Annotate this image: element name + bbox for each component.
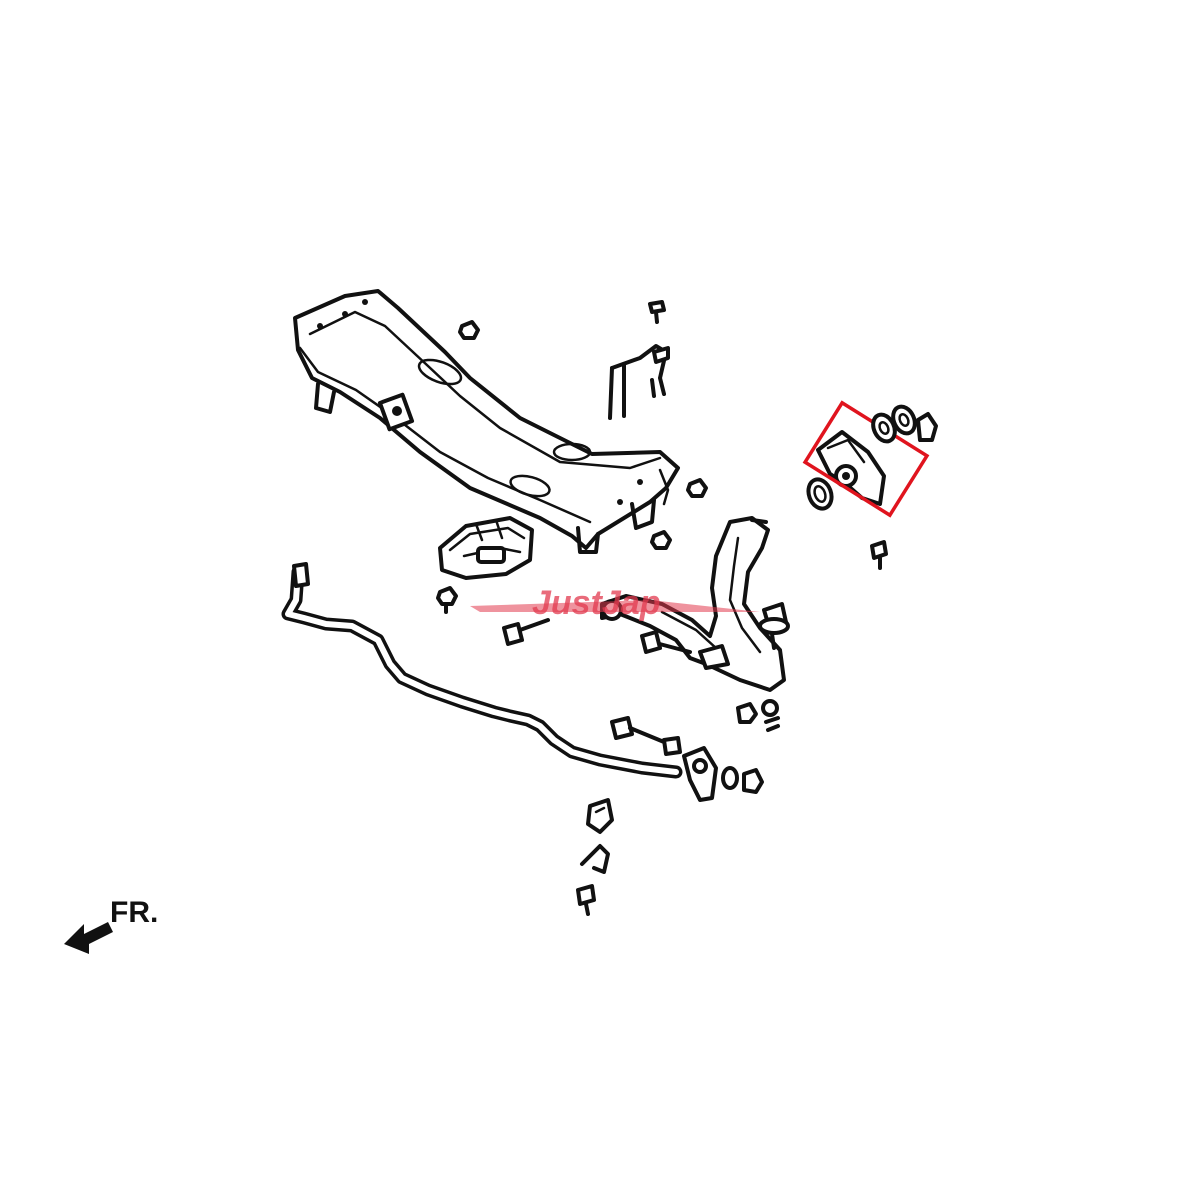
arrow-left-down-icon xyxy=(64,922,113,954)
stabilizer-link-nuts xyxy=(721,766,764,794)
watermark-logo: JustJap xyxy=(470,584,760,622)
engine-mount-bolt xyxy=(436,586,458,614)
stabilizer-bar xyxy=(281,562,683,779)
steering-bracket xyxy=(608,344,670,420)
bushing-washers xyxy=(871,404,938,444)
control-arm-bolt xyxy=(640,630,692,654)
front-crossmember xyxy=(293,289,680,554)
ball-joint-nuts xyxy=(736,699,780,732)
direction-label: FR. xyxy=(110,896,158,929)
stabilizer-link-bracket xyxy=(682,746,718,802)
stabilizer-link-bolt xyxy=(610,716,682,756)
engine-mount xyxy=(438,516,534,580)
direction-indicator: FR. xyxy=(64,896,158,954)
crossmember-right-nut xyxy=(686,478,708,498)
bracket-bolt xyxy=(648,300,666,324)
rear-bushing-bracket xyxy=(806,430,886,511)
ball-joint xyxy=(758,602,790,650)
stabilizer-bushing xyxy=(586,798,614,834)
bushing-bolt xyxy=(870,540,888,570)
stabilizer-clamp-bolt xyxy=(576,884,596,916)
watermark-text: JustJap xyxy=(532,584,661,622)
crossmember-nut xyxy=(458,320,480,340)
crossmember-lower-nut xyxy=(650,530,672,550)
front-bushing-bolt xyxy=(502,618,550,646)
stabilizer-clamp xyxy=(580,844,610,874)
